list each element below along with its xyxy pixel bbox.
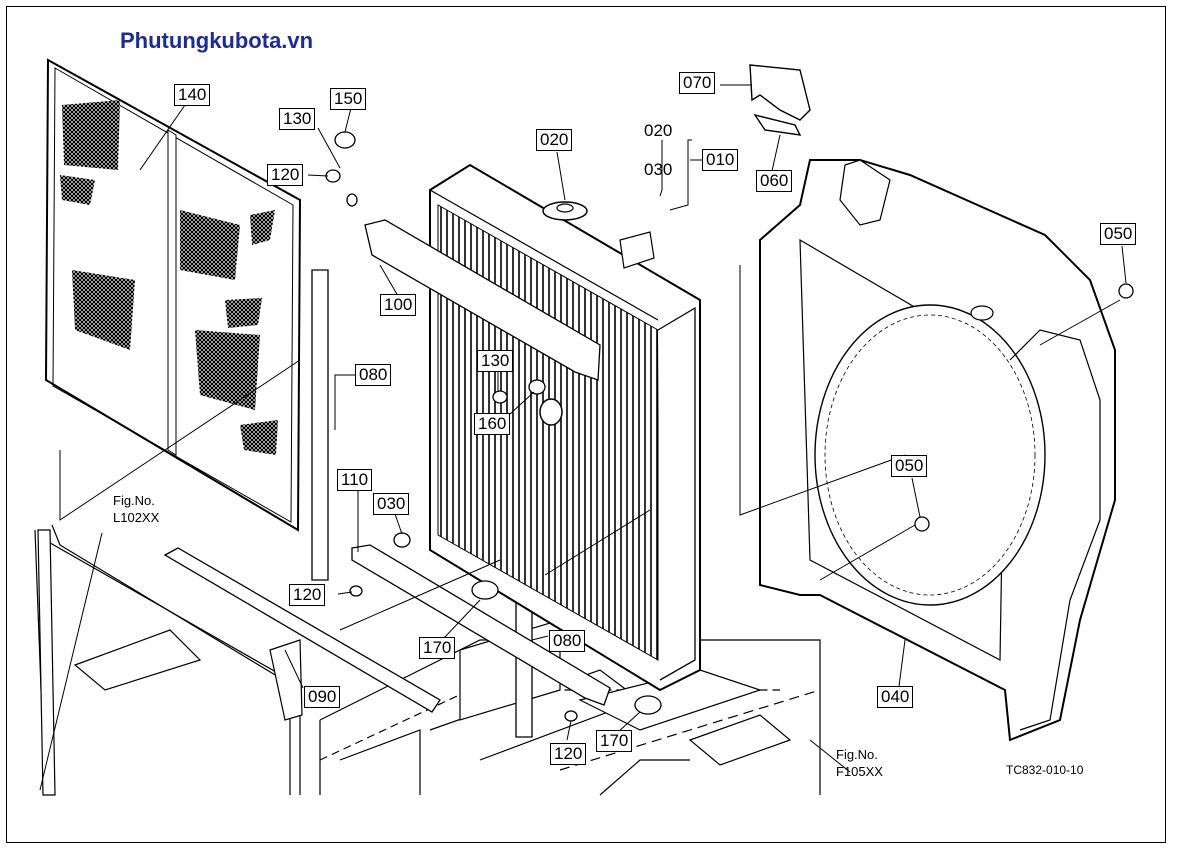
callout-130-top[interactable]: 130 xyxy=(279,108,316,130)
callout-010[interactable]: 010 xyxy=(702,149,739,171)
callout-120-mid[interactable]: 120 xyxy=(289,584,326,606)
drawing-frame xyxy=(6,6,1166,843)
screen-140 xyxy=(44,58,302,532)
callout-170-right[interactable]: 170 xyxy=(596,730,633,752)
callout-050-top[interactable]: 050 xyxy=(1100,223,1137,245)
frame-bar-090 xyxy=(163,547,441,713)
figure-ref-code: F105XX xyxy=(836,764,883,779)
callout-030-right[interactable]: 030 xyxy=(644,160,673,179)
leader-lines xyxy=(39,84,1127,791)
seal-060 xyxy=(753,113,802,136)
chassis-left-post xyxy=(37,529,56,796)
figure-ref-title: Fig.No. xyxy=(113,493,155,508)
callout-070[interactable]: 070 xyxy=(679,72,716,94)
callout-030-left[interactable]: 030 xyxy=(373,493,410,515)
callout-110[interactable]: 110 xyxy=(337,469,373,491)
callout-080-left[interactable]: 080 xyxy=(355,364,392,386)
callout-120-bottom[interactable]: 120 xyxy=(550,743,587,765)
bracket-110 xyxy=(351,544,611,706)
callout-020[interactable]: 020 xyxy=(644,121,673,140)
callout-020-cap[interactable]: 020 xyxy=(536,129,573,151)
callout-060[interactable]: 060 xyxy=(756,170,793,192)
callout-130-mid[interactable]: 130 xyxy=(477,350,514,372)
drawing-code: TC832-010-10 xyxy=(1006,763,1084,777)
seal-070 xyxy=(749,64,811,121)
callout-050-mid[interactable]: 050 xyxy=(891,455,928,477)
hardware xyxy=(325,131,1134,722)
frame-bar-080-left xyxy=(311,269,329,581)
figure-ref-code: L102XX xyxy=(113,510,160,525)
callout-040[interactable]: 040 xyxy=(877,686,914,708)
fan-shroud-040 xyxy=(759,159,1116,742)
callout-150[interactable]: 150 xyxy=(330,88,367,110)
callout-120-top[interactable]: 120 xyxy=(267,164,304,186)
watermark-text: Phutungkubota.vn xyxy=(120,28,314,53)
bracket-100 xyxy=(364,219,601,381)
chassis-frame xyxy=(34,524,821,796)
callout-170-left[interactable]: 170 xyxy=(419,637,456,659)
callout-080-right[interactable]: 080 xyxy=(549,630,586,652)
figure-ref-title: Fig.No. xyxy=(836,747,878,762)
figure-ref-f105xx[interactable]: Fig.No. F105XX xyxy=(836,746,883,780)
figure-ref-l102xx[interactable]: Fig.No. L102XX xyxy=(113,492,159,526)
callout-140[interactable]: 140 xyxy=(174,84,211,106)
callout-160[interactable]: 160 xyxy=(474,413,511,435)
callout-090[interactable]: 090 xyxy=(304,686,341,708)
callout-100[interactable]: 100 xyxy=(380,294,417,316)
